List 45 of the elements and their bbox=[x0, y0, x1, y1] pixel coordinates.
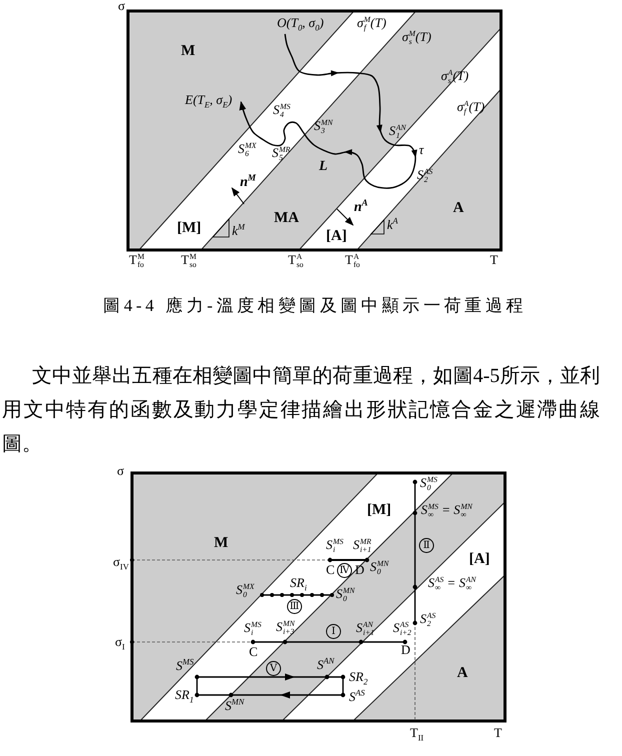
point-label: C bbox=[326, 563, 335, 578]
point-label: O(T$_{0}$, σ$_{0}$) bbox=[277, 16, 324, 31]
curve-label: σ$_{f}$$^{M}$(T) bbox=[357, 16, 386, 32]
region-label: MA bbox=[274, 210, 299, 228]
region-label: [M] bbox=[367, 502, 392, 520]
point-label: E(T$_{E}$, σ$_{E}$) bbox=[185, 93, 232, 108]
callout-number: Ⅴ bbox=[266, 661, 281, 676]
slope-label: k$^{M}$ bbox=[232, 224, 245, 239]
paragraph: 文中並舉出五種在相變圖中簡單的荷重過程，如圖4-5所示，並利用文中特有的函數及動力學定律描繪出形狀記憶合金之遲滯曲線圖。 bbox=[2, 364, 600, 457]
callout-number: Ⅱ bbox=[419, 538, 434, 553]
axis-tick-label: σ$_{I}$ bbox=[115, 635, 125, 650]
axis-tick-label: σ$_{IV}$ bbox=[113, 555, 129, 570]
point-label: S$^{AS}$ bbox=[349, 690, 365, 705]
axis-label: σ bbox=[117, 464, 124, 479]
point-label: C bbox=[249, 645, 258, 660]
vector-label: n$^{M}$ bbox=[240, 175, 256, 192]
region-label: [A] bbox=[469, 551, 490, 568]
callout-number: Ⅲ bbox=[287, 599, 302, 614]
point-label: SR$_{1}$ bbox=[175, 688, 194, 703]
point-label: S$^{MN}$ bbox=[225, 699, 244, 714]
region-label: [A] bbox=[326, 228, 347, 246]
axis-tick-label: T bbox=[494, 726, 502, 741]
axis-label: σ bbox=[118, 0, 126, 14]
curve-label: σ$_{f}$$^{A}$(T) bbox=[457, 100, 485, 116]
callout-number: Ⅰ bbox=[326, 624, 341, 639]
region-label: A bbox=[453, 200, 464, 218]
point-label: S$^{AN}$ bbox=[317, 658, 334, 673]
region-label: M bbox=[214, 535, 228, 552]
vector-label: n$^{A}$ bbox=[354, 200, 368, 216]
slope-label: k$^{A}$ bbox=[387, 218, 398, 233]
callout-number: Ⅳ bbox=[337, 563, 352, 578]
curve-label: σ$_{s}$$^{M}$(T) bbox=[402, 30, 432, 46]
point-label: SR$_{2}$ bbox=[349, 670, 368, 685]
vector-label: τ bbox=[419, 143, 424, 158]
region-label: [M] bbox=[177, 220, 202, 238]
point-label: S$^{MS}$ bbox=[176, 659, 194, 674]
point-label: SR$_{i}$ bbox=[290, 576, 307, 591]
figure-caption: 圖4-4 應力-溫度相變圖及圖中顯示一荷重過程 bbox=[103, 296, 527, 316]
region-label: M bbox=[181, 43, 196, 60]
axis-tick-label: T$_{II}$ bbox=[410, 726, 424, 741]
axis-tick-label: T bbox=[490, 253, 498, 268]
region-label: A bbox=[457, 665, 468, 682]
path-label: L bbox=[319, 159, 328, 176]
point-label: D bbox=[355, 563, 364, 578]
point-label: D bbox=[401, 643, 410, 658]
